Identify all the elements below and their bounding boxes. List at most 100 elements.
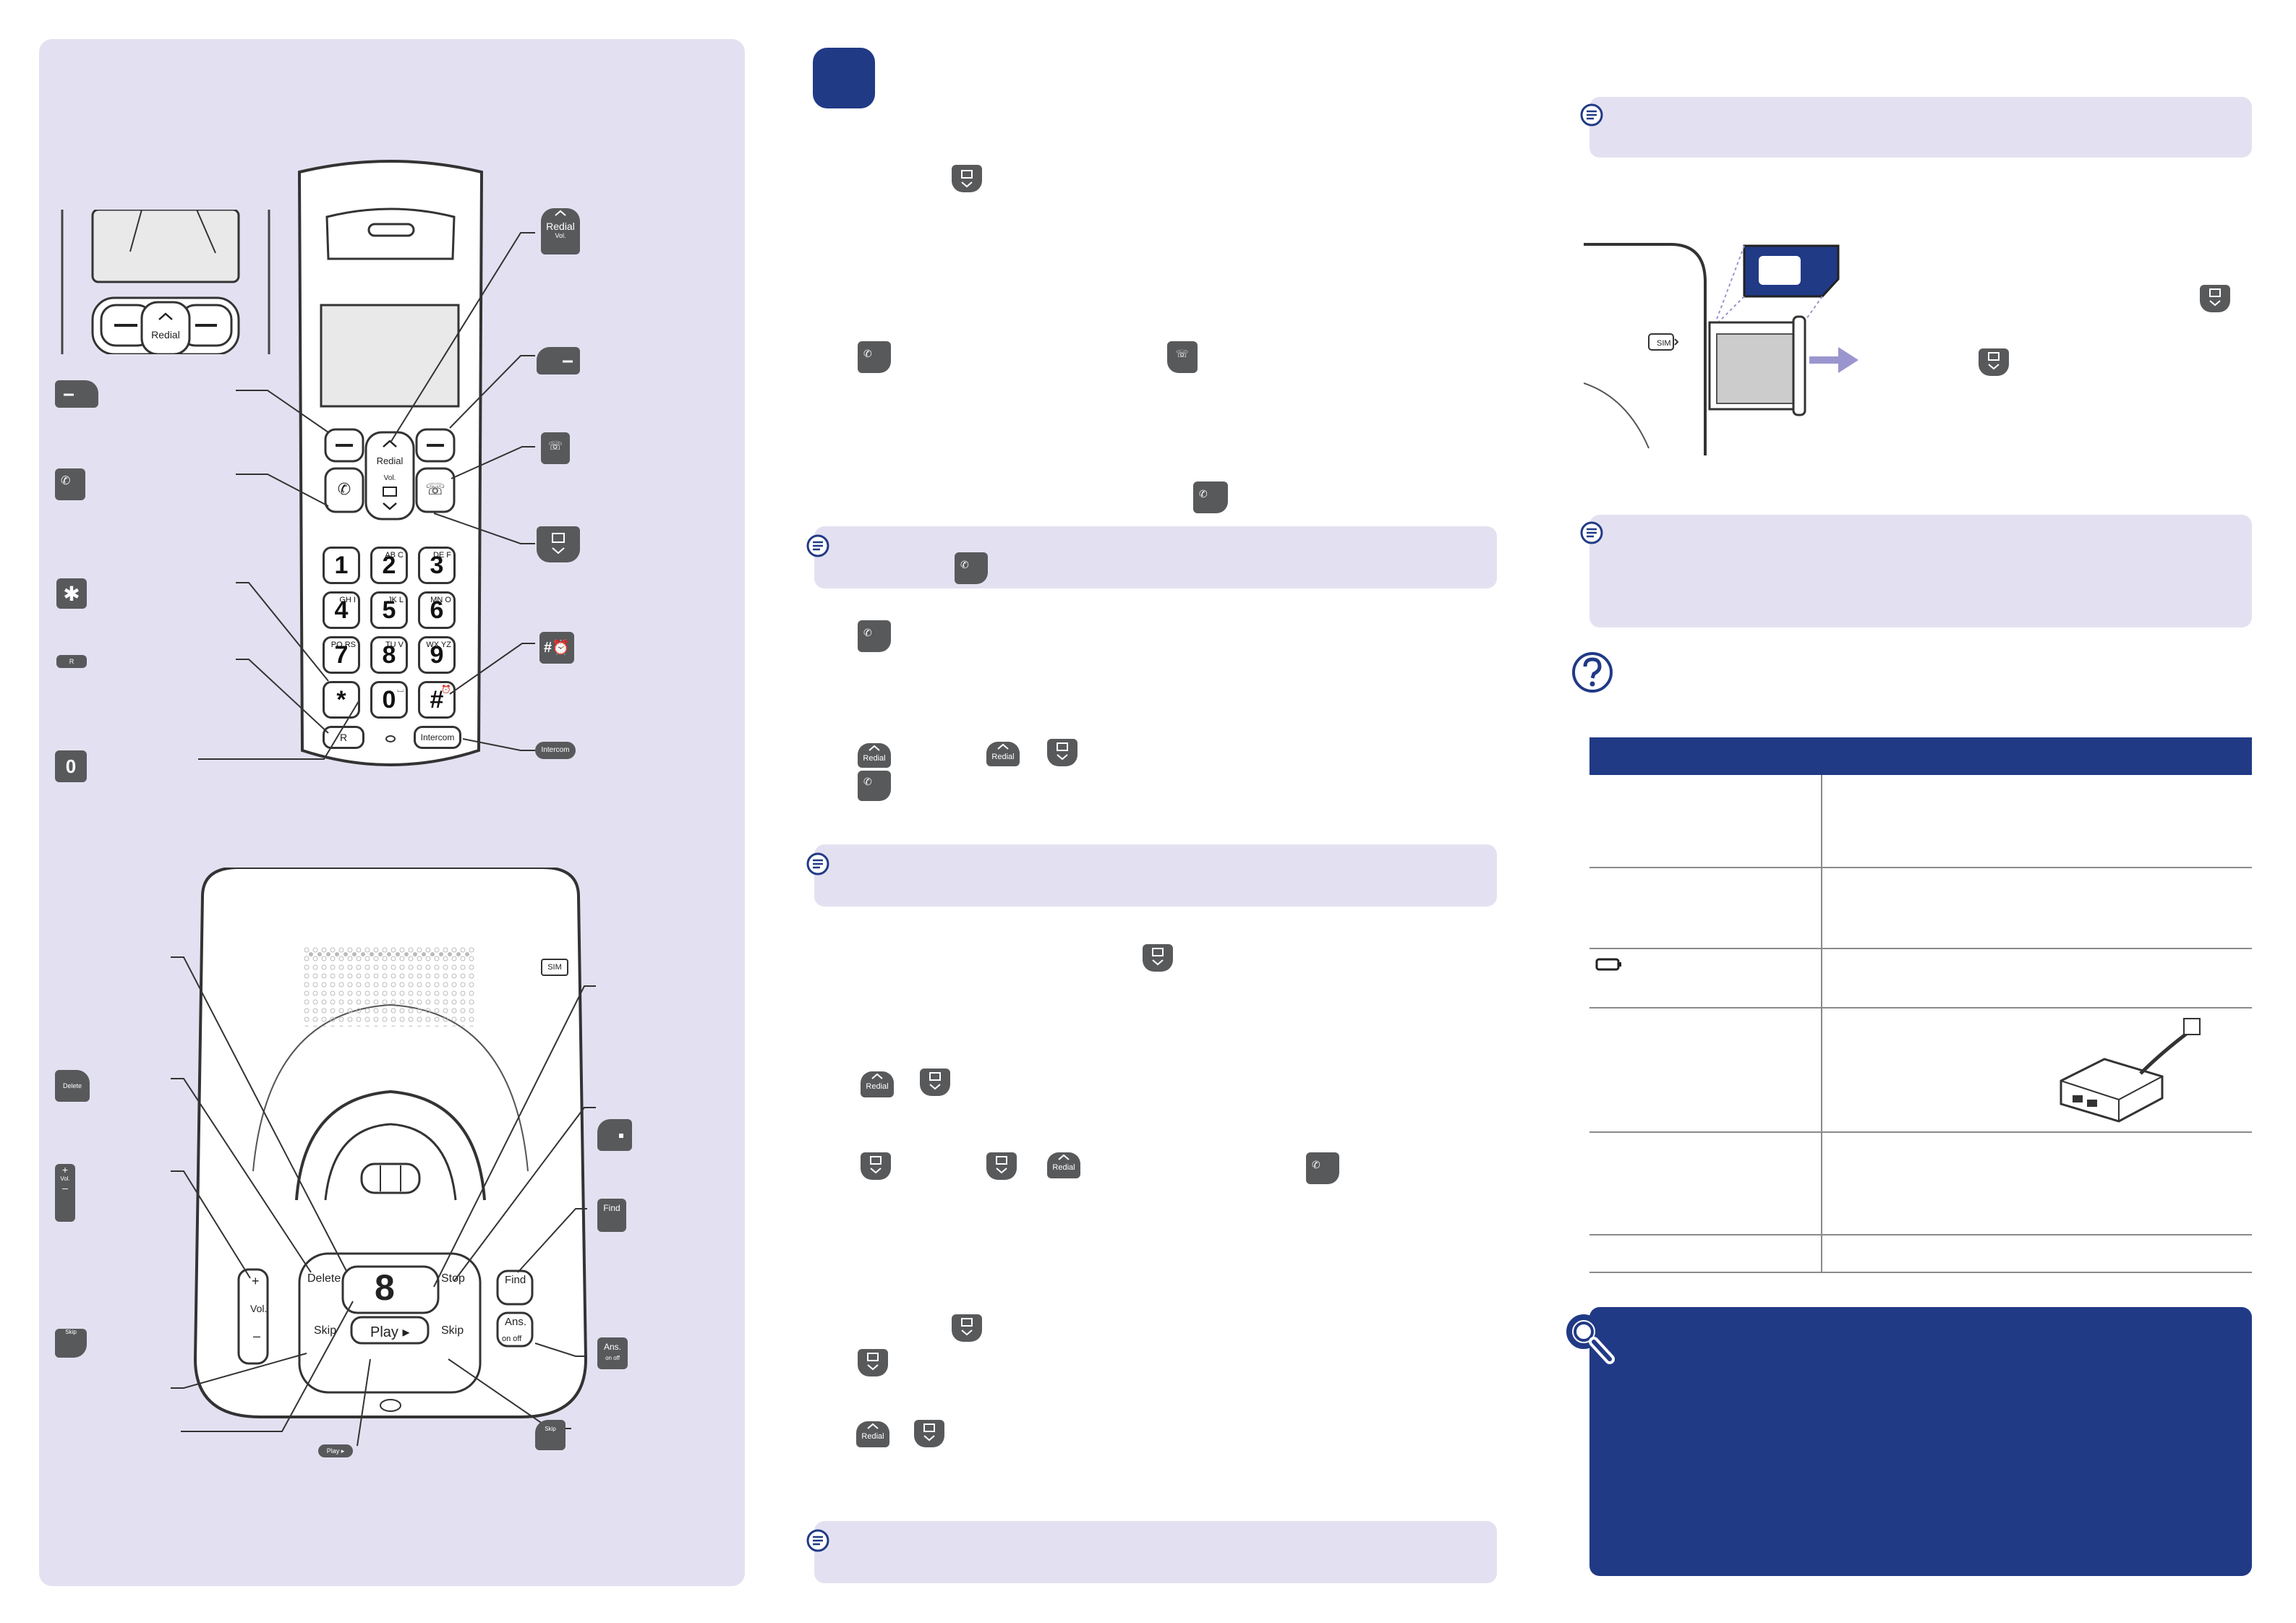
help-question-icon (1572, 652, 1613, 693)
phonebook-down-icon (1047, 739, 1077, 766)
svg-text:✆: ✆ (61, 475, 70, 487)
star-key-icon: ✱ (56, 578, 87, 609)
phonebook-down-icon (952, 165, 982, 192)
phonebook-down-icon (920, 1069, 950, 1096)
phonebook-down-icon (537, 526, 580, 562)
svg-text:Vol.: Vol. (384, 474, 396, 482)
battery-icon (1595, 958, 1621, 971)
base-vol-minus[interactable]: – (253, 1329, 261, 1343)
intercom-key[interactable]: Intercom (414, 726, 461, 749)
table-row (1589, 868, 2252, 949)
base-ans-sub: on off (502, 1335, 522, 1343)
intercom-icon: Intercom (535, 742, 576, 759)
talk-key-icon: ✆ (858, 771, 891, 801)
magnifier-icon (1566, 1314, 1615, 1364)
inset-redial-label: Redial (151, 329, 180, 341)
phonebook-down-icon (952, 1314, 982, 1342)
svg-text:✆: ✆ (960, 559, 969, 570)
end-call-icon: ☏ (541, 432, 570, 464)
key-1[interactable]: 1 (323, 547, 360, 584)
phonebook-down-icon (1143, 944, 1173, 972)
table-header-solution (1822, 737, 2252, 775)
r-key-icon: R (56, 655, 87, 668)
svg-text:✆: ✆ (1199, 488, 1208, 500)
note-box (814, 844, 1497, 907)
delete-callout-icon: Delete (55, 1070, 90, 1102)
base-ans-label: Ans. (505, 1316, 527, 1328)
key-hash[interactable]: #⏰ (418, 681, 456, 719)
note-icon (806, 1529, 829, 1552)
svg-text:✆: ✆ (863, 776, 872, 787)
phonebook-down-icon (914, 1420, 944, 1447)
table-header-problem (1589, 737, 1822, 775)
step-number-badge (813, 48, 875, 108)
skip-back-callout-icon: Skip (55, 1329, 87, 1358)
skip-forward-callout-icon: Skip (535, 1420, 566, 1450)
hash-alarm-icon: #⏰ (539, 632, 574, 664)
base-skip-left[interactable]: Skip (314, 1324, 337, 1337)
adapter-illustration (2060, 1018, 2201, 1123)
base-delete-label: Delete (307, 1272, 341, 1285)
svg-text:☏: ☏ (1176, 348, 1189, 359)
redial-up-icon: Redial (856, 1421, 889, 1447)
talk-key-icon: ✆ (858, 341, 891, 373)
svg-text:Redial: Redial (377, 455, 404, 466)
svg-text:☏: ☏ (548, 440, 563, 453)
note-icon (1580, 103, 1603, 127)
note-icon (806, 534, 829, 557)
base-leader-lines (171, 956, 596, 1447)
table-row (1589, 775, 2252, 868)
talk-key-icon: ✆ (858, 620, 891, 652)
note-box (814, 526, 1497, 588)
troubleshooting-table (1589, 737, 2252, 1273)
base-vol-label: Vol. (250, 1303, 268, 1314)
base-play-button[interactable]: Play ▸ (370, 1324, 410, 1340)
zero-key-icon: 0 (55, 750, 87, 782)
key-star[interactable]: * (323, 681, 360, 719)
table-row (1589, 948, 2252, 1009)
base-led-display: 8 (375, 1267, 395, 1308)
talk-key-icon: ✆ (55, 468, 85, 500)
table-row (1589, 1008, 2252, 1133)
table-row (1589, 1235, 2252, 1273)
base-skip-right[interactable]: Skip (441, 1324, 464, 1337)
base-vol-plus[interactable]: + (252, 1274, 260, 1288)
find-callout-icon: Find (597, 1199, 626, 1232)
svg-text:✆: ✆ (863, 348, 872, 359)
end-call-icon: ☏ (1167, 341, 1198, 373)
redial-up-icon: Redial (1047, 1152, 1080, 1178)
talk-key-icon: ✆ (1193, 481, 1228, 513)
svg-text:✆: ✆ (1312, 1159, 1320, 1170)
phonebook-down-icon (986, 1152, 1017, 1180)
note-icon (806, 852, 829, 875)
svg-text:✆: ✆ (863, 627, 872, 638)
sim-card-diagram: SIM (1584, 243, 1858, 455)
key-0[interactable]: 0⌴ (370, 681, 408, 719)
svg-text:✆: ✆ (338, 480, 351, 498)
table-row (1589, 1132, 2252, 1236)
stop-callout-icon (597, 1119, 632, 1151)
phonebook-down-icon (2200, 285, 2230, 312)
redial-up-icon: Redial (858, 743, 891, 768)
note-box (1589, 515, 2252, 628)
redial-up-icon: Redial (986, 742, 1020, 766)
svg-text:☏: ☏ (425, 480, 445, 498)
play-callout-icon: Play ▸ (318, 1444, 353, 1457)
note-icon (1580, 521, 1603, 544)
redial-up-icon: Redial (861, 1071, 894, 1097)
note-box (814, 1521, 1497, 1583)
base-sim-indicator: SIM (541, 959, 568, 976)
info-panel (1589, 1307, 2252, 1576)
right-softkey-icon (537, 347, 580, 374)
base-station-illustration (193, 868, 588, 1418)
ans-callout-icon: Ans.on off (597, 1337, 628, 1369)
